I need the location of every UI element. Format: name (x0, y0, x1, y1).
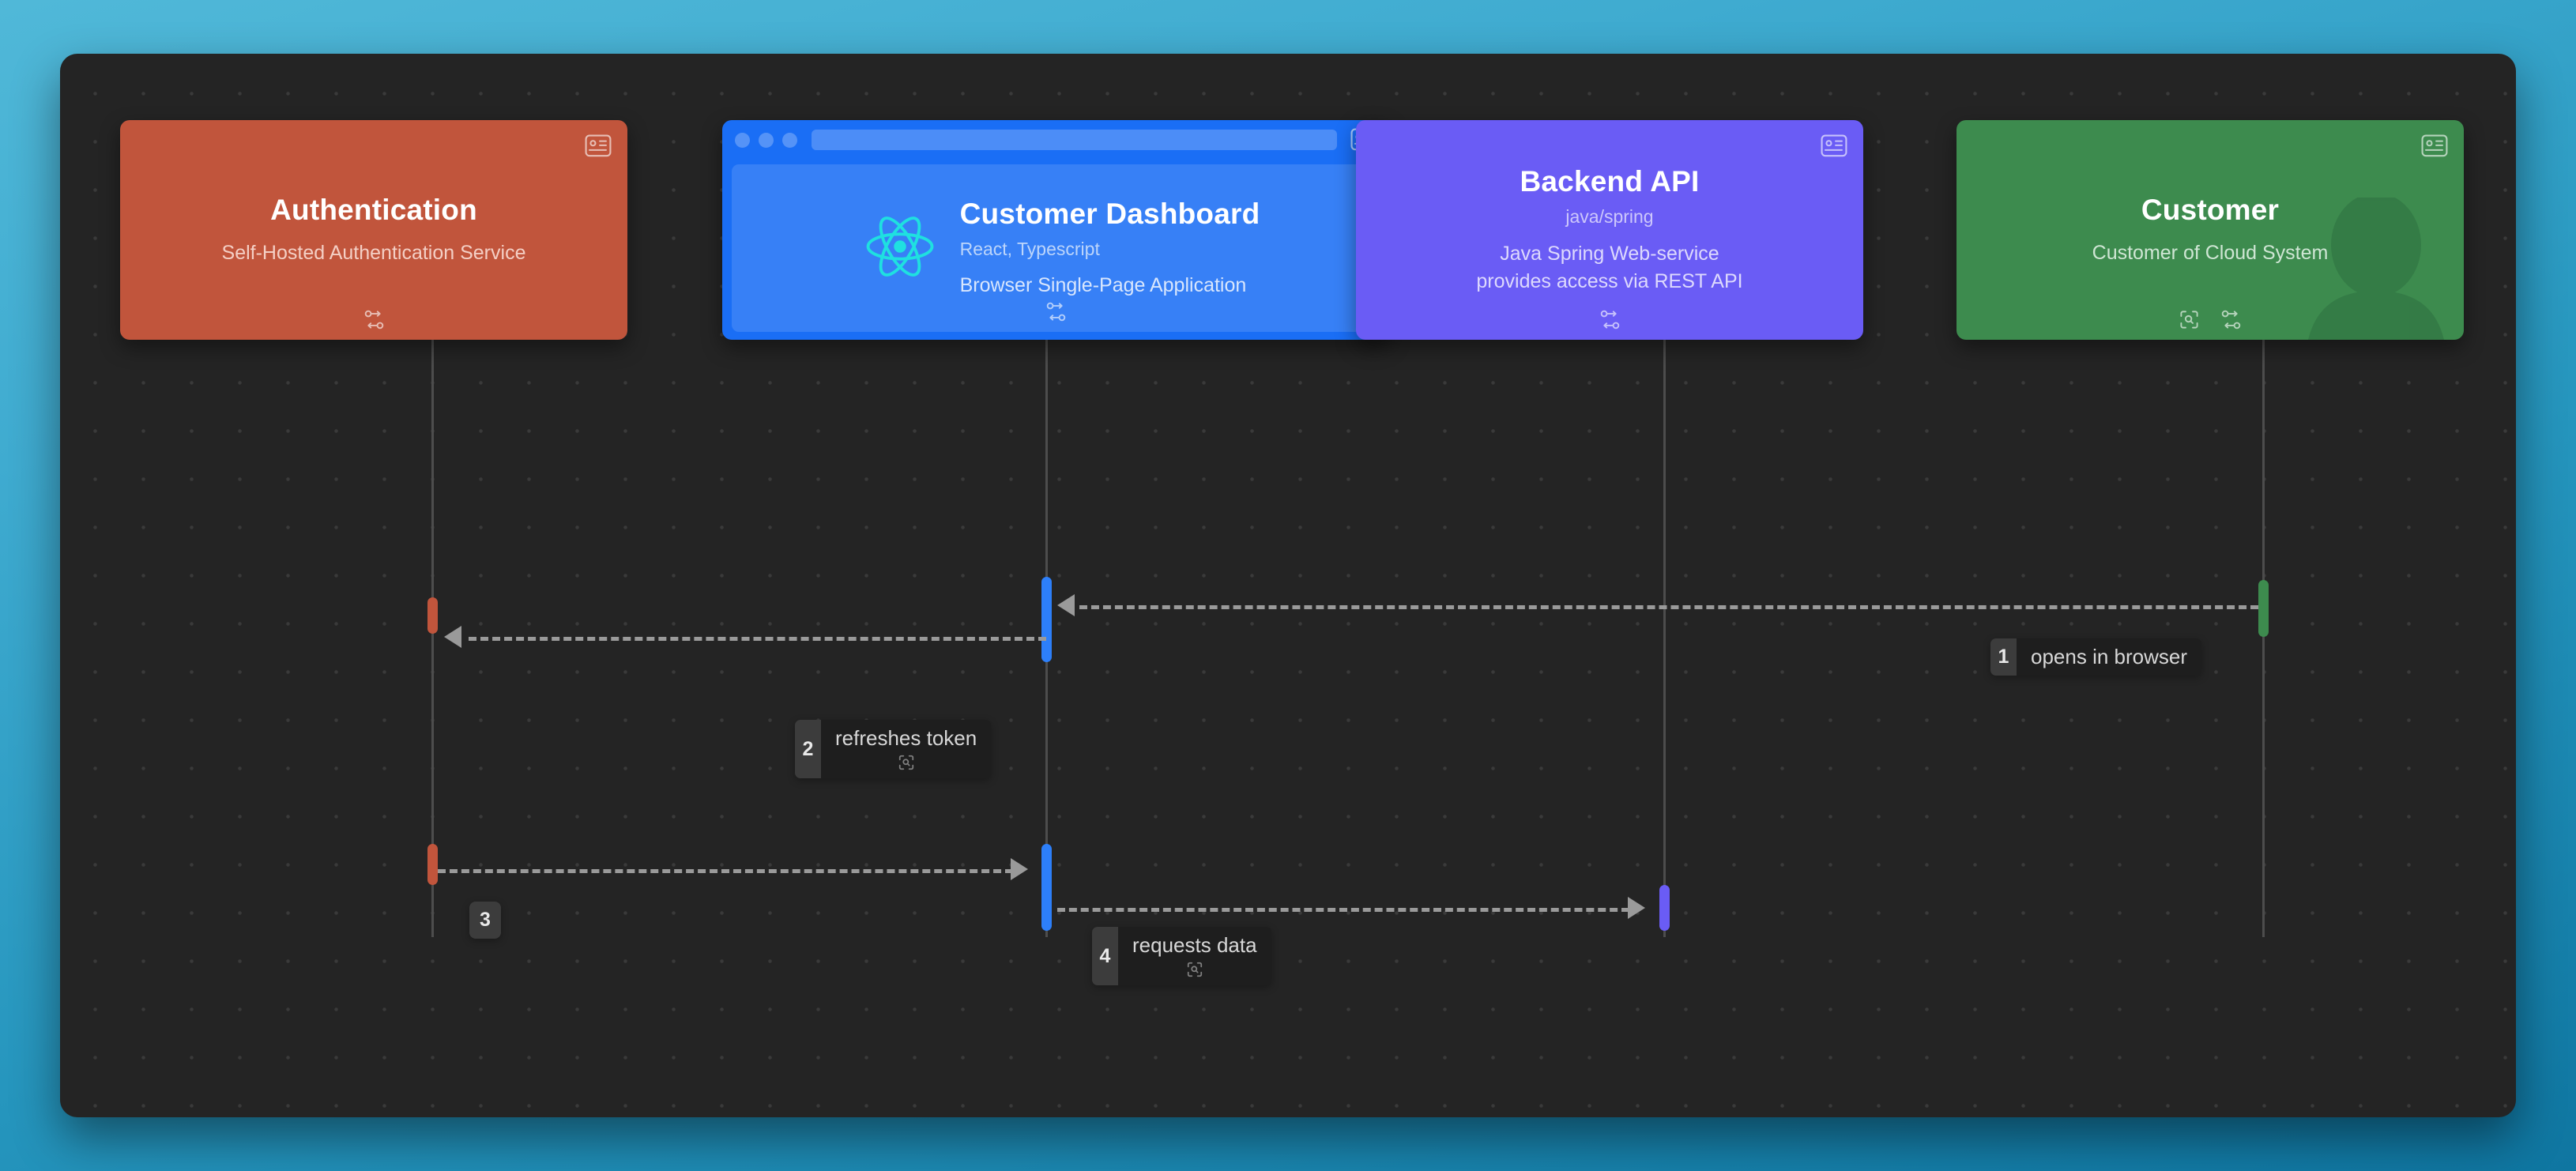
node-backend-api-body: Backend API java/spring Java Spring Web-… (1356, 120, 1863, 340)
message-label-body-1: opens in browser (2017, 638, 2201, 676)
node-description: Self-Hosted Authentication Service (221, 241, 526, 264)
window-dot-maximize[interactable] (782, 132, 797, 148)
person-silhouette-icon (2308, 198, 2444, 340)
id-card-icon[interactable] (1821, 134, 1847, 158)
diagram-canvas[interactable]: 1 opens in browser 2 refreshes token 3 4 (60, 54, 2516, 1117)
scan-icon[interactable] (1186, 958, 1203, 985)
node-description-line2: provides access via REST API (1476, 269, 1743, 292)
node-title: Customer (2141, 194, 2280, 227)
scan-icon[interactable] (2179, 309, 2200, 330)
node-authentication-body: Authentication Self-Hosted Authenticatio… (120, 120, 627, 340)
node-description-line1: Java Spring Web-service (1500, 242, 1719, 265)
node-icon-row (1956, 309, 2464, 330)
node-icon-row (1356, 309, 1863, 330)
react-logo (864, 210, 936, 287)
message-label-body-2: refreshes token (821, 720, 991, 778)
node-description: Customer of Cloud System (2092, 241, 2329, 264)
node-icon-row (120, 309, 627, 330)
message-arrowhead-4 (1628, 897, 1645, 919)
node-tech: React, Typescript (959, 238, 1100, 259)
message-line-3 (438, 869, 1013, 873)
message-number-4: 4 (1092, 927, 1118, 985)
node-title: Authentication (270, 194, 477, 227)
message-label-4[interactable]: 4 requests data (1092, 927, 1271, 985)
message-label-1[interactable]: 1 opens in browser (1990, 638, 2201, 676)
node-authentication[interactable]: Authentication Self-Hosted Authenticatio… (120, 120, 627, 340)
activation-bar-customer (2258, 580, 2269, 637)
message-line-1 (1079, 605, 2258, 609)
swap-icon[interactable] (2220, 309, 2242, 330)
message-number-2: 2 (795, 720, 821, 778)
node-backend-api[interactable]: Backend API java/spring Java Spring Web-… (1356, 120, 1863, 340)
id-card-icon[interactable] (2421, 134, 2448, 158)
node-customer-body: Customer Customer of Cloud System (1956, 120, 2464, 340)
message-label-2[interactable]: 2 refreshes token (795, 720, 992, 778)
window-dot-close[interactable] (735, 132, 750, 148)
node-text-block: Customer Dashboard React, Typescript Bro… (960, 198, 1260, 299)
activation-bar-dashboard-1 (1041, 577, 1052, 662)
lifeline-backend-api (1663, 250, 1666, 937)
id-card-icon[interactable] (585, 134, 612, 158)
activation-bar-authentication-2 (427, 844, 438, 885)
message-label-body-4: requests data (1118, 927, 1271, 985)
node-icon-row (732, 301, 1380, 322)
node-tech: java/spring (1565, 206, 1654, 228)
node-customer[interactable]: Customer Customer of Cloud System (1956, 120, 2464, 340)
message-text-2: refreshes token (835, 726, 977, 750)
lifeline-authentication (431, 250, 434, 937)
node-title: Customer Dashboard (959, 197, 1260, 230)
node-content: Customer Dashboard React, Typescript Bro… (853, 198, 1260, 299)
browser-address-bar[interactable] (812, 130, 1337, 150)
message-text-1: opens in browser (2031, 645, 2187, 668)
swap-icon[interactable] (1045, 301, 1067, 322)
swap-icon[interactable] (363, 309, 385, 330)
node-description: Browser Single-Page Application (959, 274, 1247, 297)
swap-icon[interactable] (1599, 309, 1621, 330)
activation-bar-authentication-1 (427, 597, 438, 634)
message-arrowhead-2 (444, 626, 461, 648)
message-number-1: 1 (1990, 638, 2017, 676)
node-title: Backend API (1520, 165, 1700, 198)
activation-bar-backend-api (1659, 885, 1670, 931)
node-customer-dashboard[interactable]: Customer Dashboard React, Typescript Bro… (722, 120, 1390, 340)
message-label-3[interactable]: 3 (469, 902, 501, 939)
window-dot-minimize[interactable] (759, 132, 774, 148)
message-arrowhead-1 (1057, 594, 1075, 616)
message-number-3: 3 (480, 909, 491, 931)
message-text-4: requests data (1132, 933, 1257, 957)
message-arrowhead-3 (1011, 858, 1028, 880)
scan-icon[interactable] (898, 751, 915, 778)
activation-bar-dashboard-2 (1041, 844, 1052, 931)
browser-chrome-bar (722, 120, 1390, 160)
message-line-2 (469, 637, 1046, 641)
browser-viewport: Customer Dashboard React, Typescript Bro… (732, 164, 1380, 332)
message-line-4 (1057, 908, 1629, 912)
